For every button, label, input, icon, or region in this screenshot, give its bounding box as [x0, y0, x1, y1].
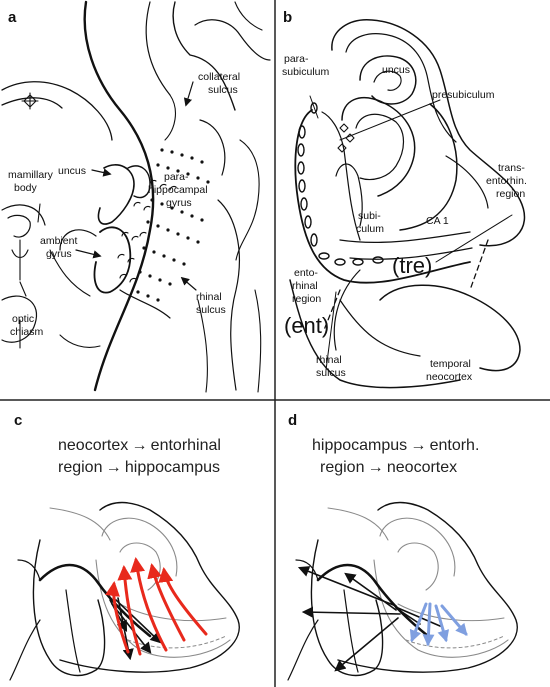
panel-c: c neocortex → entorhinal region → hippoc…: [9, 412, 240, 681]
rhinal-sulcus-label-b-2: sulcus: [316, 367, 346, 379]
uncus-label-b: uncus: [382, 64, 410, 76]
subiculum-label-1: subi-: [358, 210, 381, 222]
optic-chiasm-label-2: chiasm: [10, 326, 44, 338]
panel-d-letter: d: [288, 412, 297, 429]
panel-a-letter: a: [8, 9, 17, 26]
parahippocampal-dots: [136, 148, 210, 302]
panel-c-caption-line1: neocortex → entorhinal: [58, 437, 221, 454]
transentorhinal-label-3: region: [496, 188, 525, 200]
presubiculum-label: presubiculum: [432, 89, 495, 101]
parasubiculum-label-1: para-: [284, 53, 309, 65]
panel-b: b: [283, 9, 526, 389]
transentorhinal-label-1: trans-: [498, 162, 525, 174]
panel-c-letter: c: [14, 412, 22, 429]
optic-chiasm-label-1: optic: [12, 313, 34, 325]
panel-c-sketch: [9, 501, 240, 681]
panel-b-labels: para- subiculum uncus presubiculum trans…: [282, 53, 527, 383]
ent-label: (ent): [284, 313, 329, 338]
entorhinal-label-2: rhinal: [292, 280, 318, 292]
parahippocampal-label-3: gyrus: [166, 197, 192, 209]
ambient-gyrus-label-1: ambient: [40, 235, 77, 247]
panel-d: d hippocampus → entorh. region → neocort…: [287, 412, 518, 681]
parasubiculum-label-2: subiculum: [282, 66, 330, 78]
collateral-sulcus-label-1: collateral: [198, 71, 240, 83]
rhinal-sulcus-label-a-2: sulcus: [196, 304, 226, 316]
parahippocampal-label-1: para-: [164, 171, 189, 183]
ca1-label: CA 1: [426, 215, 449, 227]
mamillary-body-label-2: body: [14, 182, 38, 194]
entorhinal-label-1: ento-: [294, 267, 318, 279]
panel-a: a: [1, 0, 271, 393]
panel-d-caption-line2: region → neocortex: [320, 459, 457, 476]
transentorhinal-label-2: entorhin.: [486, 175, 527, 187]
panel-b-letter: b: [283, 9, 292, 26]
panel-d-sketch: [287, 501, 518, 681]
temporal-neocortex-label-1: temporal: [430, 358, 471, 370]
mamillary-body-label-1: mamillary: [8, 169, 54, 181]
parahippocampal-arcs: [117, 179, 177, 283]
rhinal-sulcus-label-a-1: rhinal: [196, 291, 222, 303]
tre-label: (tre): [392, 253, 432, 278]
uncus-label-a: uncus: [58, 165, 86, 177]
parahippocampal-label-2: hippocampal: [148, 184, 208, 196]
subiculum-label-2: culum: [356, 223, 384, 235]
entorhinal-label-3: region: [292, 293, 321, 305]
rhinal-sulcus-label-b-1: rhinal: [316, 354, 342, 366]
entorhinal-islands: [297, 102, 384, 266]
temporal-neocortex-label-2: neocortex: [426, 371, 473, 383]
ambient-gyrus-label-2: gyrus: [46, 248, 72, 260]
panel-c-caption-line2: region → hippocampus: [58, 459, 220, 476]
panel-d-caption-line1: hippocampus → entorh.: [312, 437, 479, 454]
collateral-sulcus-label-2: sulcus: [208, 84, 238, 96]
panel-a-labels: collateral sulcus mamillary body uncus p…: [8, 71, 240, 338]
